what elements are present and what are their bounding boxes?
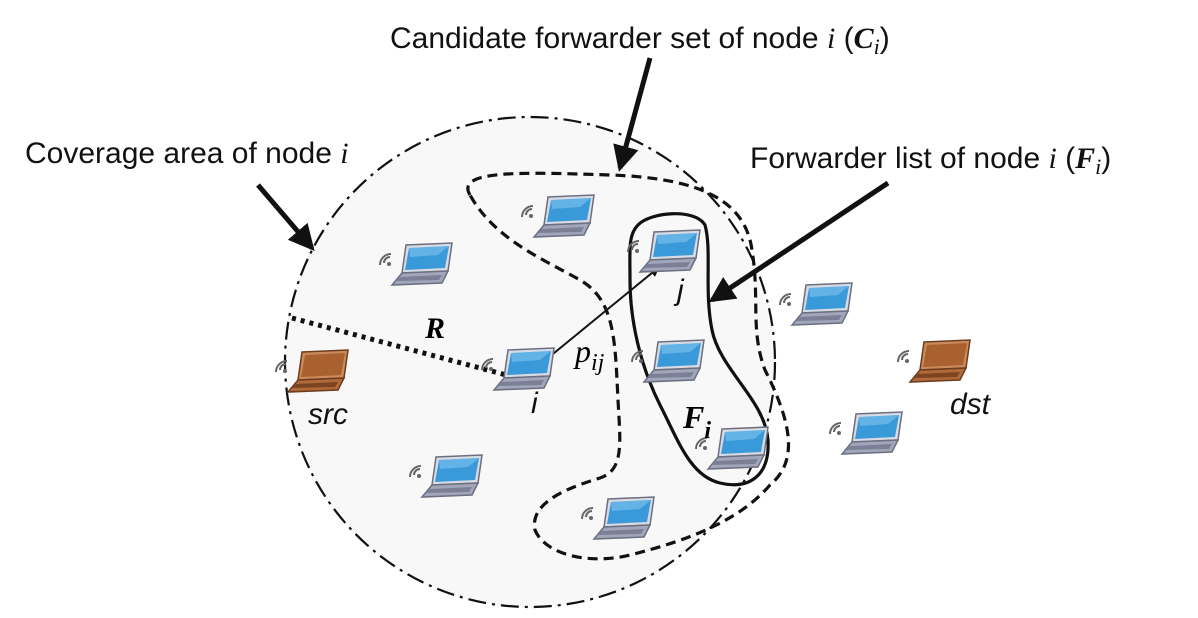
forwarder-list-region	[628, 212, 770, 487]
candidate-forwarder-set-region	[466, 171, 791, 561]
laptop-node-icon	[779, 282, 853, 326]
forwarder-list-inner-label: Fi	[682, 399, 711, 444]
radius-label: R	[424, 312, 445, 345]
radius-line	[291, 315, 511, 379]
forwarder-callout-arrow	[708, 180, 890, 303]
candidate-callout-arrow	[613, 57, 653, 172]
laptop-node-icon	[829, 411, 903, 455]
source-node-label: src	[308, 398, 348, 431]
link-probability-label: pij	[573, 333, 605, 376]
coverage-area-label: Coverage area of node i	[25, 137, 349, 170]
link-arrow-i-to-j	[547, 266, 660, 359]
destination-node-label: dst	[950, 388, 992, 421]
forwarder-list-label: Forwarder list of node i (Fi)	[750, 142, 1111, 179]
destination-laptop-icon	[897, 339, 971, 383]
coverage-callout-arrow	[256, 183, 315, 252]
node-i-label: i	[531, 387, 539, 420]
candidate-set-label: Candidate forwarder set of node i (Ci)	[390, 22, 890, 59]
